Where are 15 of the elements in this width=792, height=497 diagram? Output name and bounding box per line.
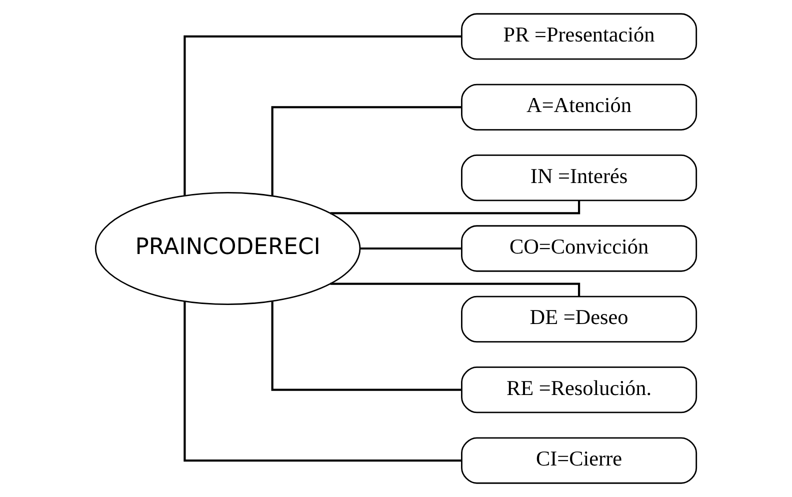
- node-box: RE =Resolución.: [461, 366, 698, 414]
- node-box: IN =Interés: [461, 154, 698, 202]
- connector: [184, 301, 462, 462]
- connector: [184, 35, 462, 196]
- connector: [330, 200, 580, 214]
- connector: [330, 282, 580, 296]
- connector: [271, 106, 462, 196]
- node-ellipse: PRAINCODERECI: [94, 192, 361, 306]
- node-box: CO=Convicción: [461, 225, 698, 272]
- node-box: DE =Deseo: [461, 296, 698, 342]
- node-box: CI=Cierre: [461, 437, 698, 484]
- connector: [360, 247, 462, 250]
- node-box: A=Atención: [461, 84, 698, 130]
- node-box: PR =Presentación: [461, 13, 698, 60]
- connector: [271, 301, 462, 391]
